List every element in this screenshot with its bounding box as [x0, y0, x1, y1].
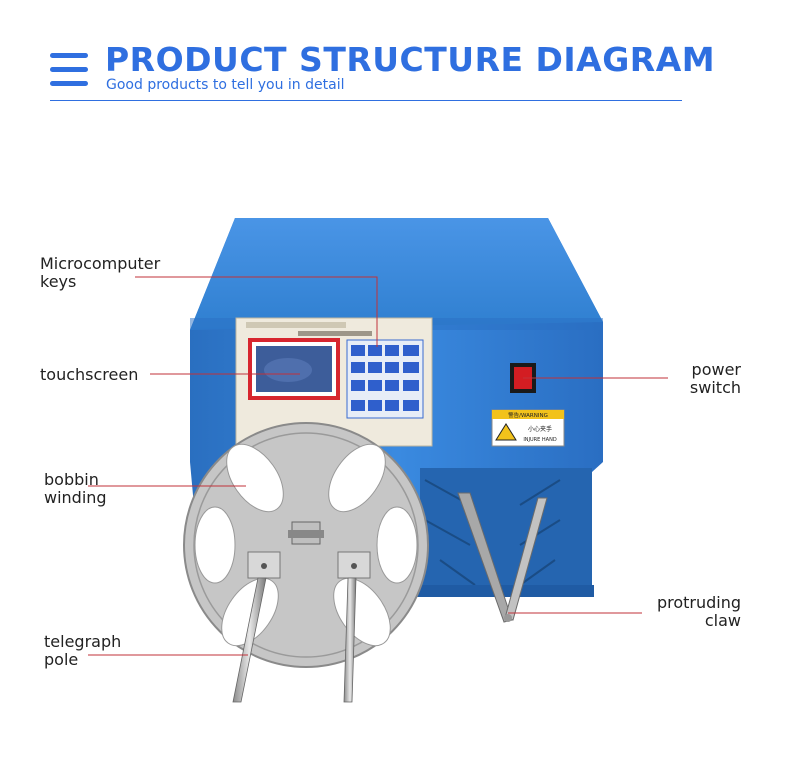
menu-icon [50, 53, 88, 87]
label-bobbin-winding: bobbin winding [44, 470, 107, 507]
warning-text-en: INJURE HAND [523, 437, 556, 443]
protruding-claw [457, 492, 548, 623]
header-divider [50, 100, 682, 101]
bobbin-wheel [183, 422, 429, 668]
label-microcomputer-keys: Microcomputer keys [40, 254, 161, 291]
microcomputer-keypad [346, 339, 424, 419]
leader-line-microcomputer-keys [135, 276, 378, 347]
telegraph-poles [232, 551, 371, 703]
page-title: PRODUCT STRUCTURE DIAGRAM [105, 40, 716, 79]
warning-text-cn: 小心夹手 [528, 425, 552, 433]
warning-sticker: 警告/WARNING 小心夹手 INJURE HAND [491, 409, 565, 447]
warning-label: 警告/WARNING [508, 411, 548, 419]
label-touchscreen: touchscreen [40, 365, 139, 384]
label-power-switch: power switch [689, 360, 741, 397]
label-telegraph-pole: telegraph pole [44, 632, 122, 669]
label-protruding-claw: protruding claw [656, 593, 741, 630]
page-subtitle: Good products to tell you in detail [106, 77, 345, 93]
